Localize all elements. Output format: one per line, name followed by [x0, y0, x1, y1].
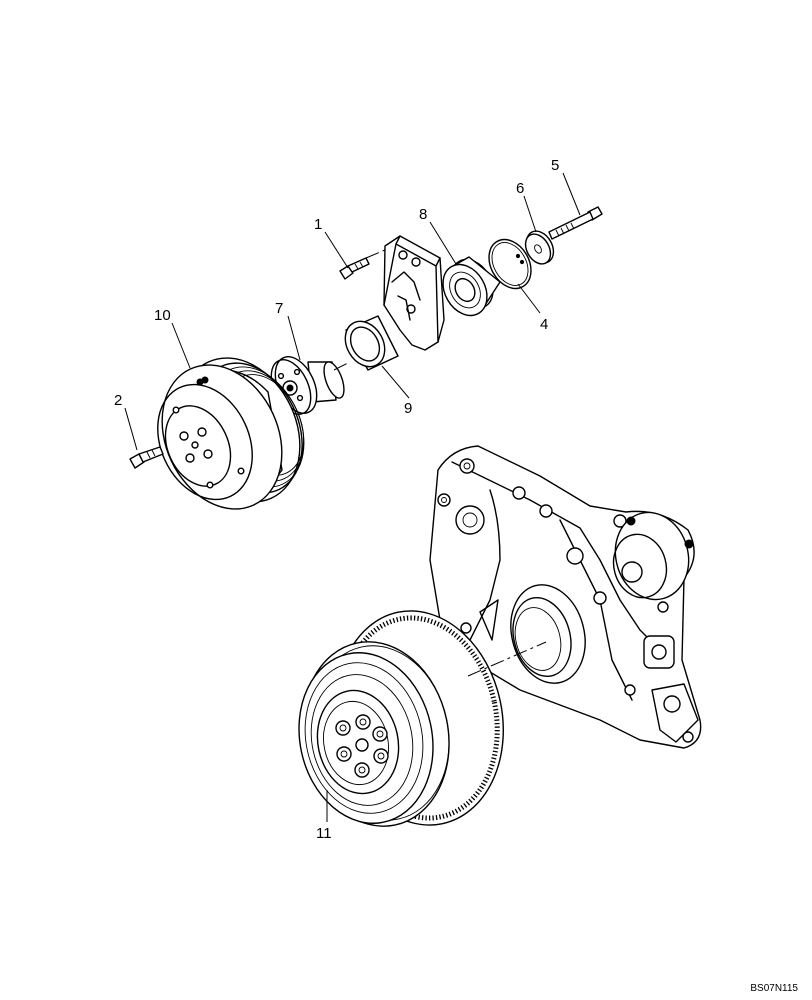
callout-6: 6: [516, 180, 524, 197]
callout-2: 2: [114, 392, 122, 409]
centerline-crank: [467, 641, 547, 677]
callout-8: 8: [419, 206, 427, 223]
part-9-bracket: [344, 235, 445, 371]
centerline-bolt1: [365, 249, 386, 259]
part-6-washer: [524, 230, 555, 265]
callout-7: 7: [275, 300, 283, 317]
callout-4: 4: [540, 316, 548, 333]
damper-bolts: [335, 714, 389, 778]
figure-code: BS07N115: [750, 983, 798, 994]
part-2-bolt: [129, 446, 164, 469]
callout-5: 5: [551, 157, 559, 174]
part-11-damper: [298, 610, 504, 827]
front-cover: [429, 445, 702, 749]
callout-9: 9: [404, 400, 412, 417]
callout-1: 1: [314, 216, 322, 233]
callout-10: 10: [154, 307, 171, 324]
part-10-pulley: [157, 357, 305, 510]
callout-11: 11: [316, 825, 332, 842]
part-4-snap-ring: [488, 238, 532, 290]
leader-lines: [124, 172, 581, 822]
part-1-bolt: [339, 257, 370, 280]
part-5-bolt: [548, 206, 603, 240]
part-8-bearing: [442, 256, 501, 317]
centerline-idler: [333, 361, 351, 371]
